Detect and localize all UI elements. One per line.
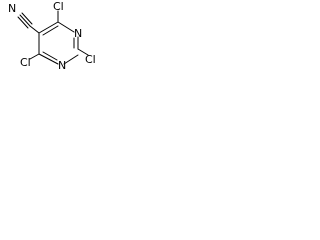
c6-n1-bond [57,21,75,33]
c5-c6-bond [38,21,59,34]
n3-c4-double-bond [42,51,58,61]
c2-n3-bond [63,54,79,65]
c4-cl-bond [29,53,40,60]
chlorine-left-label: Cl [20,56,31,69]
n3-c4-bond [38,53,59,65]
nitrile-triple-bond [17,12,33,29]
nitrile-nitrogen-label: N [8,2,16,15]
c5-c6-double-bond [42,25,59,36]
chlorine-top-label: Cl [53,0,64,13]
ring-nitrogen-lower-label: N [58,59,66,72]
ring-nitrogen-upper-label: N [74,27,82,40]
molecule-structure: N Cl N Cl N Cl [0,0,102,74]
molecule-svg: N Cl N Cl N Cl [8,0,96,72]
chlorine-right-label: Cl [85,53,96,66]
c2-cl-bond [77,48,89,56]
c5-nitrile-bond [29,25,40,34]
